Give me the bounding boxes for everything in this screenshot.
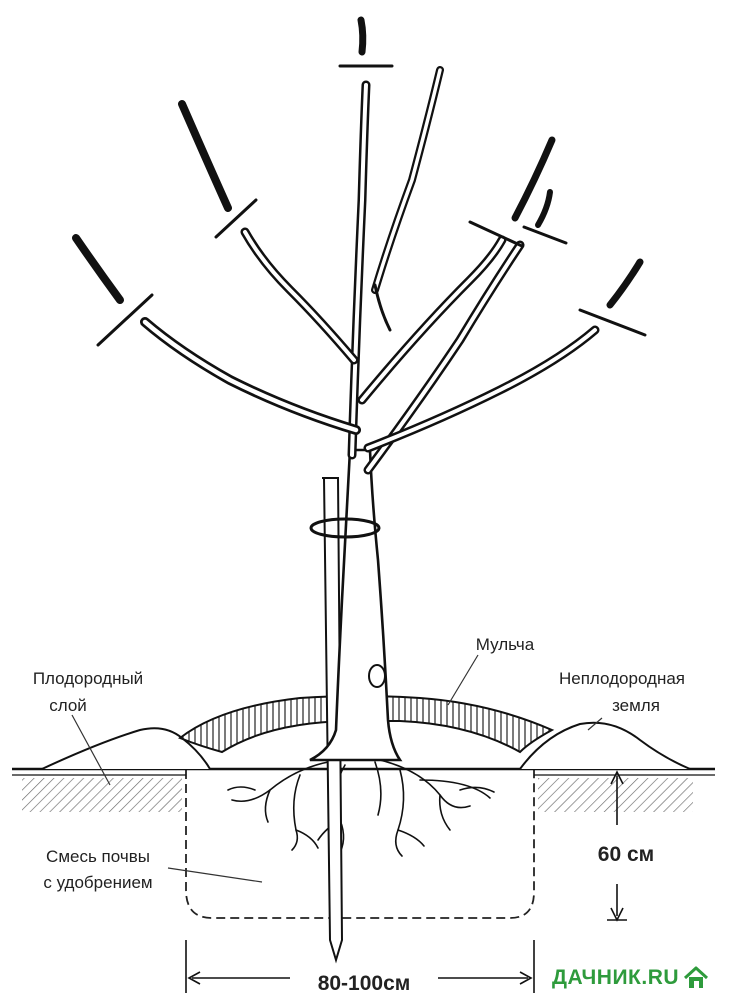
ground-line xyxy=(12,767,715,776)
soil-hatch-left xyxy=(22,778,182,812)
mulch-label: Мульча xyxy=(476,635,535,654)
label-leaders xyxy=(71,654,603,883)
house-icon xyxy=(684,966,709,988)
tree-trunk xyxy=(309,448,403,762)
tree-branches xyxy=(72,16,644,475)
watermark-text: ДАЧНИК.RU xyxy=(552,965,680,989)
support-stake xyxy=(322,477,344,964)
planting-pit xyxy=(185,770,535,919)
width-label: 80-100см xyxy=(318,972,411,993)
infertile-soil-label-line1: Неплодородная xyxy=(559,669,685,688)
fertile-layer-label-line1: Плодородный xyxy=(33,669,143,688)
infertile-mound xyxy=(519,721,691,770)
soil-mix-label-line2: с удобрением xyxy=(43,873,152,892)
stake-tie xyxy=(309,517,381,539)
soil-mix-label-line1: Смесь почвы xyxy=(46,847,150,866)
fertile-layer-label-line2: слой xyxy=(49,696,87,715)
width-dimension xyxy=(185,940,535,993)
fertile-mound xyxy=(41,727,211,770)
mulch-layer xyxy=(178,695,555,754)
depth-label: 60 см xyxy=(598,843,654,866)
roots xyxy=(227,759,495,857)
site-watermark: ДАЧНИК.RU xyxy=(552,962,730,993)
depth-dimension xyxy=(607,770,627,922)
pruning-cuts xyxy=(96,64,647,347)
soil-hatch-right xyxy=(538,778,693,812)
infertile-soil-label-line2: земля xyxy=(612,696,660,715)
